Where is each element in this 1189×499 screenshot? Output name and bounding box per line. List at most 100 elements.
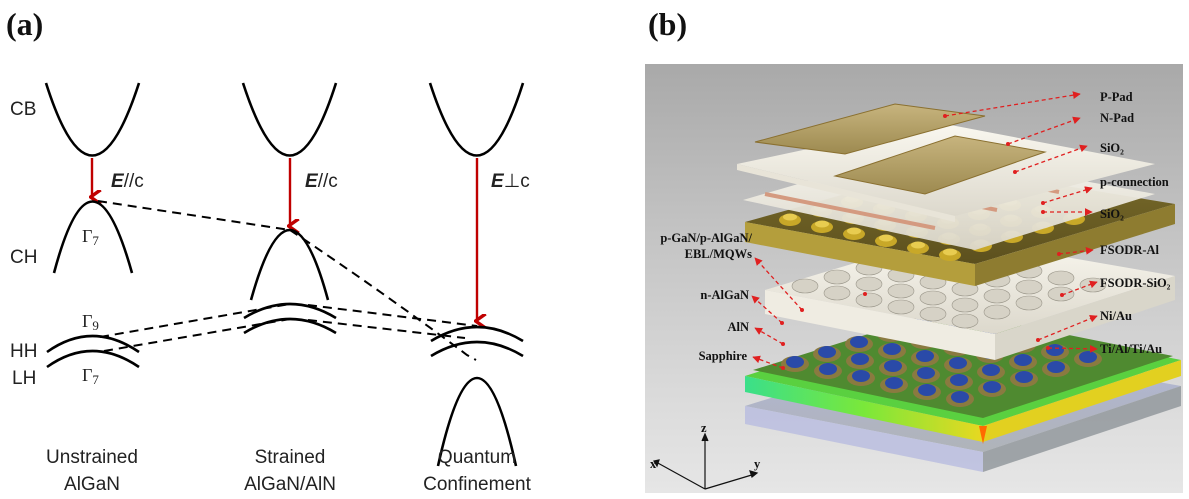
label-fsodr-sio2: FSODR-SiO₂ (1100, 276, 1171, 290)
p-pad (754, 103, 986, 155)
caption-confined-line2: Confinement (423, 474, 531, 495)
cb-band-strained (241, 82, 338, 157)
sio2-dome (951, 297, 979, 313)
label-sio2-lower: SiO₂ (1100, 207, 1124, 221)
contact-cup (883, 343, 901, 355)
gamma7-ch-label: Γ7 (82, 226, 99, 248)
sio2-dome (887, 299, 915, 315)
leader-sapphire (752, 355, 784, 369)
contact-cup (951, 391, 969, 403)
sio2-dome (887, 283, 915, 299)
label-p-connection: p-connection (1100, 175, 1169, 189)
contact-cup (918, 384, 936, 396)
sio2-dome (951, 313, 979, 329)
gamma7-lh-label: Γ7 (82, 365, 99, 387)
contact-cup (1079, 351, 1097, 363)
coordinate-axes (653, 432, 759, 490)
cb-band-confined (428, 82, 525, 157)
n-pad (833, 135, 1047, 195)
label-sapphire: Sapphire (699, 349, 748, 363)
hh-band-unstrained (46, 334, 140, 354)
sio2-dome (823, 269, 851, 285)
contact-cup (1046, 344, 1064, 356)
ch-connector-1 (97, 200, 291, 231)
al-cup-top (783, 213, 797, 221)
lh-band-confined (430, 340, 524, 358)
leader-mqws (754, 257, 803, 311)
cb-label: CB (10, 99, 36, 120)
leader-ni-au (1037, 315, 1098, 341)
axis-y-label: y (754, 457, 761, 471)
contact-cup (851, 353, 869, 365)
leader-aln (754, 327, 784, 345)
lh-band-strained (243, 317, 337, 335)
label-fsodr-al: FSODR-Al (1100, 243, 1160, 257)
leader-sio2-upper (1014, 144, 1088, 173)
label-n-pad: N-Pad (1100, 111, 1134, 125)
axis-x-label: x (650, 457, 657, 471)
sio2-dome (791, 278, 819, 294)
leader-fsodr-al (1058, 246, 1094, 255)
leader-p-pad (944, 91, 1081, 117)
caption-strained-line1: Strained (255, 447, 326, 468)
led-exploded-view: P-Pad N-Pad SiO₂ p-connection SiO₂ FSODR… (645, 64, 1183, 493)
led-layer-stack: P-Pad N-Pad SiO₂ p-connection SiO₂ FSODR… (650, 90, 1181, 490)
contact-cup (983, 381, 1001, 393)
ch-connector-2 (289, 229, 477, 361)
caption-unstrained-line1: Unstrained (46, 447, 138, 468)
al-cup-top (815, 220, 829, 228)
label-aln: AlN (727, 320, 749, 334)
band-diagram: CB CH HH LH Γ7 Γ9 Γ7 E//c E//c E⊥c Unstr… (10, 82, 532, 495)
label-ti-al-ti-au: Ti/Al/Ti/Au (1100, 342, 1162, 356)
ch-band-confined (436, 377, 518, 467)
al-cup-top (911, 241, 925, 249)
caption-confined-line1: Quantum (438, 447, 516, 468)
ch-band-unstrained (52, 200, 134, 274)
sio2-dome (983, 288, 1011, 304)
sio2-dome (919, 290, 947, 306)
hh-band-strained (243, 302, 337, 320)
lh-band-unstrained (46, 349, 140, 369)
caption-strained-line2: AlGaN/AlN (244, 474, 336, 495)
contact-cup (786, 356, 804, 368)
label-sio2-upper: SiO₂ (1100, 141, 1124, 155)
ch-label: CH (10, 247, 37, 268)
transition-label-confined: E⊥c (491, 171, 530, 192)
transition-label-unstrained: E//c (111, 171, 144, 192)
caption-unstrained-line2: AlGaN (64, 474, 120, 495)
transition-label-strained: E//c (305, 171, 338, 192)
panel-b-label: (b) (648, 6, 688, 42)
label-p-gan-line1: p-GaN/p-AlGaN/ (660, 231, 752, 245)
gamma9-hh-label: Γ9 (82, 311, 99, 333)
lh-label: LH (12, 368, 36, 389)
contact-cup (852, 370, 870, 382)
axis-z-label: z (701, 421, 707, 435)
panel-a-label: (a) (6, 6, 44, 42)
leader-ti-al-ti-au (1047, 344, 1098, 353)
contact-cup (850, 336, 868, 348)
hh-connector-2 (307, 304, 478, 327)
cb-band-unstrained (44, 82, 141, 157)
contact-cup (818, 346, 836, 358)
lh-connector-1 (103, 318, 291, 352)
al-cup-top (943, 248, 957, 256)
leader-n-pad (1007, 116, 1081, 145)
hh-band-confined (430, 325, 524, 343)
sio2-dome (1047, 270, 1075, 286)
al-cup-top (847, 227, 861, 235)
hh-connector-1 (99, 303, 291, 338)
contact-cup (949, 357, 967, 369)
contact-cup (916, 350, 934, 362)
label-p-gan-line2: EBL/MQWs (685, 247, 753, 261)
sio2-dome (1015, 279, 1043, 295)
sio2-dome (1015, 295, 1043, 311)
contact-cup (982, 364, 1000, 376)
label-n-algan: n-AlGaN (700, 288, 749, 302)
sio2-dome (855, 276, 883, 292)
contact-cup (819, 363, 837, 375)
contact-cup (884, 360, 902, 372)
sio2-dome (855, 292, 883, 308)
contact-cup (1015, 371, 1033, 383)
sio2-dome (823, 285, 851, 301)
leader-p-connection (1042, 186, 1093, 204)
